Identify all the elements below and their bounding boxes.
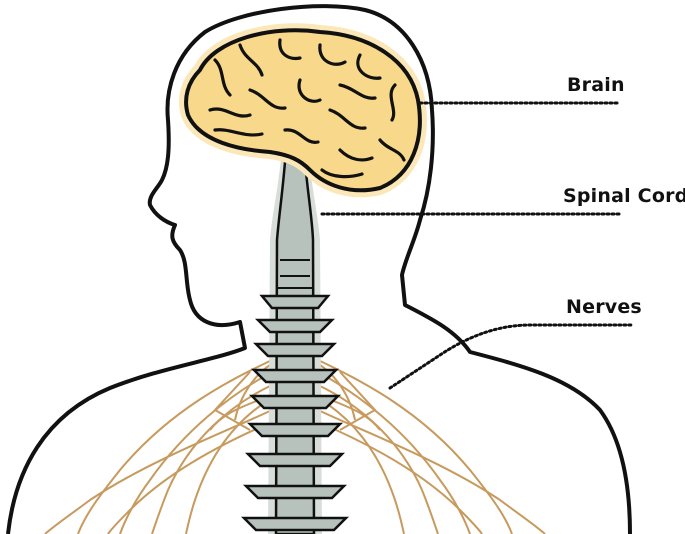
spinal-cord-label: Spinal Cord bbox=[563, 185, 685, 207]
nerves-label: Nerves bbox=[566, 296, 642, 318]
brain-label: Brain bbox=[567, 74, 625, 96]
